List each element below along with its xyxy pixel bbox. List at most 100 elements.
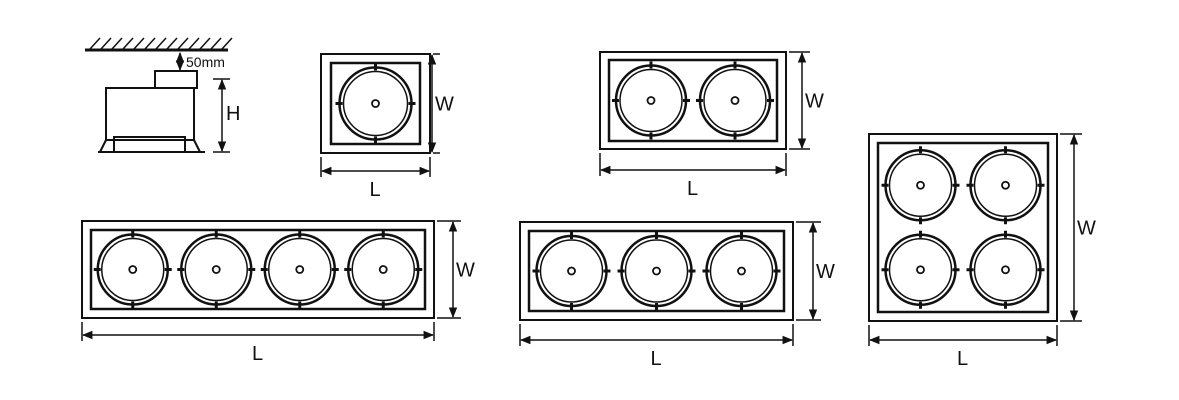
lamp-module — [881, 146, 960, 225]
length-dimension — [320, 157, 431, 177]
hatch-mark — [111, 37, 123, 50]
lamp-module — [702, 232, 781, 310]
lamp-center-dot — [737, 266, 746, 276]
fixture-double — [599, 51, 787, 150]
lamp-inner-ring — [268, 237, 332, 302]
length-label: L — [687, 178, 698, 200]
lamp-module — [881, 230, 960, 309]
lamp-center-dot — [1001, 180, 1010, 190]
lamp-outer-ring — [884, 233, 957, 306]
lamp-inner-ring — [619, 68, 683, 133]
width-label: W — [816, 261, 835, 283]
lamp-center-dot — [211, 265, 221, 274]
lamp-outer-ring — [698, 64, 772, 137]
width-dimension — [427, 53, 440, 154]
hatch-mark — [199, 37, 211, 50]
lamp-outer-ring — [96, 233, 169, 306]
fixture-triple — [519, 221, 794, 321]
lamp-center-dot — [371, 99, 380, 108]
length-label: L — [957, 348, 968, 370]
housing-body — [105, 87, 195, 141]
lamp-inner-ring — [709, 239, 774, 303]
lamp-outer-ring — [969, 233, 1042, 306]
lamp-module — [335, 63, 416, 144]
lamp-outer-ring — [263, 233, 336, 306]
lamp-inner-ring — [184, 237, 248, 302]
lamp-module — [617, 232, 696, 310]
clearance-label: 50mm — [186, 54, 225, 70]
lamp-center-dot — [916, 180, 925, 190]
lamp-inner-ring — [539, 239, 604, 303]
inner-frame — [876, 141, 1050, 314]
height-label: H — [226, 103, 240, 125]
length-dimension — [868, 325, 1058, 346]
hatch-mark — [100, 37, 112, 50]
hatch-mark — [188, 37, 200, 50]
outer-frame — [519, 221, 794, 321]
hatch-mark — [133, 37, 145, 50]
lamp-module — [177, 230, 256, 309]
lamp-center-dot — [652, 266, 661, 276]
lamp-module — [532, 232, 611, 310]
driver-box — [113, 136, 186, 153]
fixture-quad-linear — [81, 220, 435, 319]
lamp-center-dot — [378, 265, 388, 274]
lamp-outer-ring — [969, 149, 1042, 222]
lamp-center-dot — [646, 96, 656, 105]
mount-block — [154, 70, 198, 89]
lamp-inner-ring — [973, 153, 1038, 217]
bracket-right — [193, 139, 201, 153]
lamp-inner-ring — [101, 237, 165, 302]
lamp-center-dot — [128, 265, 138, 274]
lamp-outer-ring — [347, 233, 420, 306]
width-label: W — [805, 91, 824, 113]
hatch-mark — [155, 37, 167, 50]
hatch-mark — [144, 37, 156, 50]
width-dimension — [437, 220, 461, 319]
length-label: L — [252, 343, 263, 365]
inner-frame — [329, 61, 422, 146]
width-dimension — [796, 221, 821, 321]
width-label: W — [435, 94, 454, 116]
length-dimension — [599, 153, 787, 176]
hatch-mark — [210, 37, 222, 50]
lamp-outer-ring — [180, 233, 253, 306]
length-dimension — [519, 324, 794, 346]
lamp-inner-ring — [888, 238, 953, 302]
lamp-center-dot — [295, 265, 305, 274]
length-label: L — [651, 348, 662, 370]
outer-frame — [81, 220, 435, 319]
lamp-module — [966, 230, 1045, 309]
fixture-single — [320, 53, 431, 154]
bracket-left — [99, 139, 107, 153]
hatch-mark — [122, 37, 134, 50]
hatch-mark — [177, 37, 189, 50]
hatch-mark — [221, 37, 233, 50]
lamp-module — [612, 61, 690, 140]
lamp-inner-ring — [342, 70, 409, 137]
lamp-center-dot — [916, 265, 925, 275]
width-dimension — [1060, 133, 1082, 322]
lamp-outer-ring — [620, 234, 693, 308]
side-view — [85, 37, 233, 153]
lamp-center-dot — [1001, 265, 1010, 275]
lamp-outer-ring — [535, 234, 608, 308]
ceiling-hatch — [89, 37, 233, 50]
lamp-module — [260, 230, 339, 309]
lamp-module — [696, 61, 774, 140]
length-label: L — [370, 179, 381, 201]
length-dimension — [81, 322, 435, 341]
lamp-module — [93, 230, 172, 309]
inner-frame — [527, 229, 786, 313]
lamp-inner-ring — [624, 239, 689, 303]
lamp-inner-ring — [888, 153, 953, 217]
lamp-module — [966, 146, 1045, 225]
lamp-outer-ring — [338, 66, 413, 141]
lamp-inner-ring — [973, 238, 1038, 302]
lamp-inner-ring — [703, 68, 767, 133]
lamp-outer-ring — [705, 234, 778, 308]
lamp-inner-ring — [351, 237, 415, 302]
inner-frame — [607, 58, 779, 143]
